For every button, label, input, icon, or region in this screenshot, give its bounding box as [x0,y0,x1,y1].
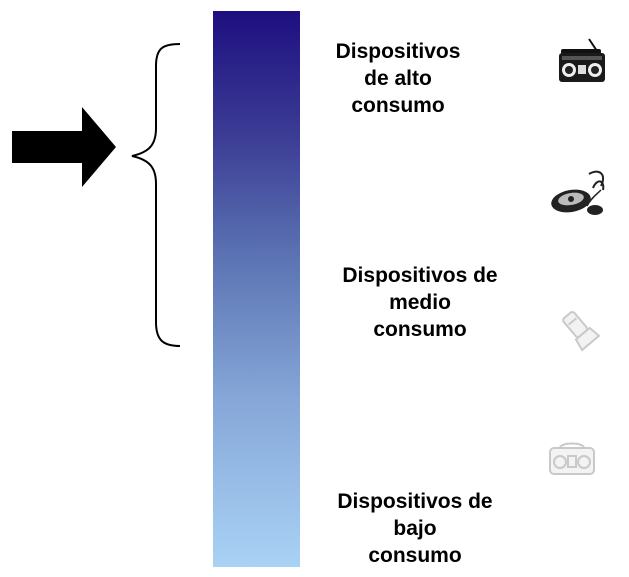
label-medium-consumption: Dispositivos de medio consumo [320,262,520,343]
portable-cd-player-icon [551,170,605,215]
label-high-line-2: de alto [364,67,432,90]
arrow-right-icon [12,107,116,187]
label-low-consumption: Dispositivos de bajo consumo [315,488,515,569]
curly-brace [131,43,181,347]
radio-icon [549,442,595,475]
label-high-consumption: Dispositivos de alto consumo [318,38,478,119]
label-low-line-1: Dispositivos de [337,490,493,513]
label-medium-line-3: consumo [373,318,467,341]
label-low-line-2: bajo [393,517,437,540]
flashlight-icon [562,311,601,352]
label-high-line-1: Dispositivos [335,40,461,63]
label-high-line-3: consumo [351,94,445,117]
label-low-line-3: consumo [368,544,462,567]
label-medium-line-1: Dispositivos de [342,264,498,287]
label-medium-line-2: medio [389,291,451,314]
consumption-gradient-bar [213,11,300,567]
boombox-icon [559,38,605,82]
